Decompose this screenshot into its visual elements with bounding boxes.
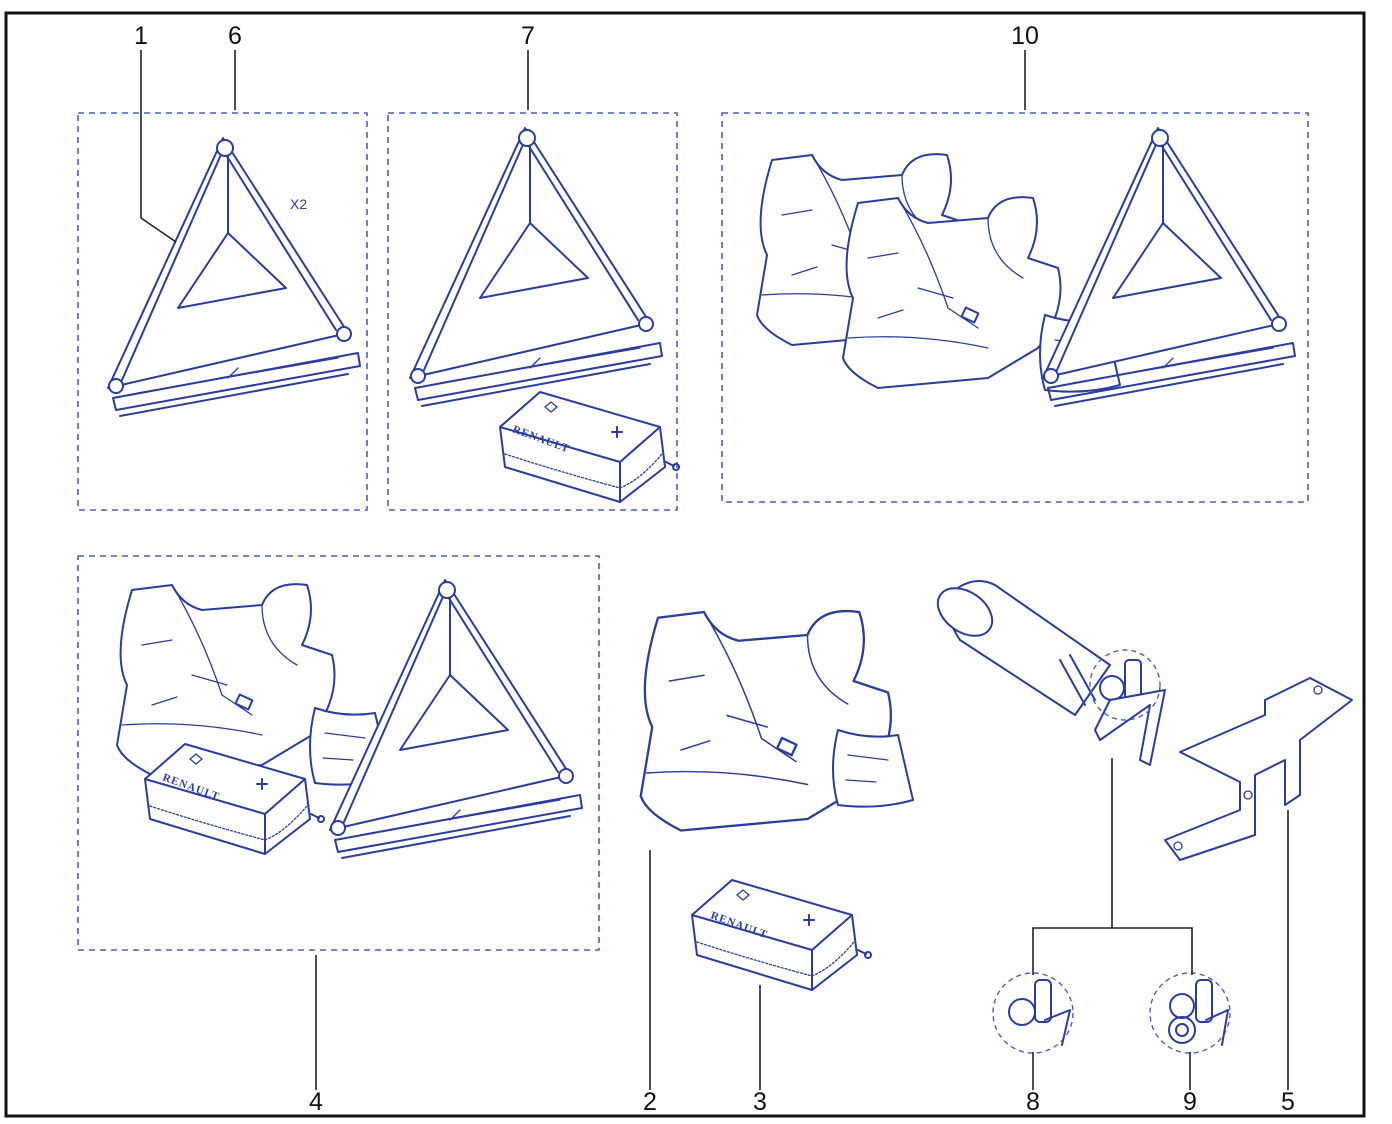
group-box-7	[387, 112, 678, 511]
callout-5: 5	[1281, 1088, 1295, 1116]
safety-vest-icon	[842, 196, 1062, 389]
warning-triangle-icon	[409, 127, 663, 407]
warning-triangle-icon	[1042, 127, 1296, 407]
group-box-4	[77, 555, 600, 951]
callout-3: 3	[753, 1088, 767, 1116]
safety-vest-icon	[116, 583, 336, 776]
callout-8: 8	[1026, 1088, 1040, 1116]
callout-7: 7	[521, 22, 535, 50]
callout-6: 6	[228, 22, 242, 50]
group-box-10	[721, 112, 1309, 503]
warning-triangle-icon	[107, 137, 361, 417]
first-aid-kit-icon: RENAULT	[499, 391, 680, 503]
callout-9: 9	[1183, 1088, 1197, 1116]
callout-4: 4	[309, 1088, 323, 1116]
callout-2: 2	[643, 1088, 657, 1116]
callout-1: 1	[134, 22, 148, 50]
valve-detail-8-icon	[992, 972, 1074, 1054]
first-aid-kit-icon: RENAULT	[691, 879, 872, 991]
callout-10: 10	[1011, 22, 1039, 50]
mounting-bracket-icon	[1164, 677, 1353, 861]
outer-frame	[4, 11, 1366, 1118]
valve-detail-9-icon	[1149, 972, 1231, 1054]
leader-lines	[140, 50, 1289, 1090]
group-box-6	[77, 112, 368, 511]
first-aid-kit-icon: RENAULT	[144, 743, 325, 855]
quantity-note: X2	[290, 196, 307, 212]
glove-pouch-icon	[832, 729, 914, 808]
fire-extinguisher-icon	[936, 580, 1166, 766]
